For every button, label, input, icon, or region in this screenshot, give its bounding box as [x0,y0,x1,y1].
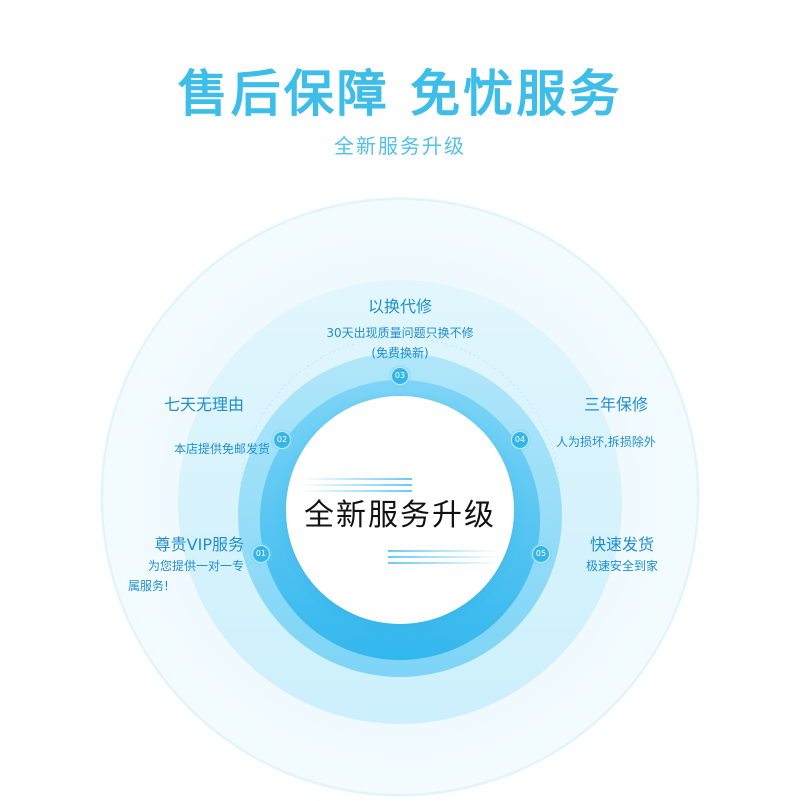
decor-stripes-right [388,550,500,564]
feature-badge-04: 04 [511,431,529,449]
page-title: 售后保障 免忧服务 [177,65,623,123]
feature-desc-seven-day: 本店提供免邮发货 [173,442,270,456]
feature-desc-exchange-note: (免费换新) [371,346,429,360]
feature-desc-exchange: 30天出现质量问题只换不修 [326,326,474,340]
feature-title-exchange: 以换代修 [367,297,432,316]
page-subtitle: 全新服务升级 [334,134,466,158]
center-white-disc [286,396,514,624]
feature-badge-05: 05 [532,545,550,563]
feature-title-fast-delivery: 快速发货 [590,535,655,554]
feature-desc-fast-delivery: 极速安全到家 [586,559,659,573]
feature-title-vip: 尊贵VIP服务 [154,535,244,554]
feature-desc-warranty: 人为损坏,拆损除外 [556,435,656,449]
feature-badge-02: 02 [273,431,291,449]
feature-badge-01: 01 [252,545,270,563]
decor-stripes-left [300,478,412,492]
feature-desc-vip: 为您提供一对一专 [147,559,244,573]
feature-badge-03: 03 [391,367,409,385]
feature-title-warranty: 三年保修 [584,395,649,414]
feature-desc-vip-line2: 属服务! [128,579,169,593]
feature-title-seven-day: 七天无理由 [163,395,244,414]
center-label: 全新服务升级 [304,498,496,533]
outer-thin-ring [101,198,699,796]
